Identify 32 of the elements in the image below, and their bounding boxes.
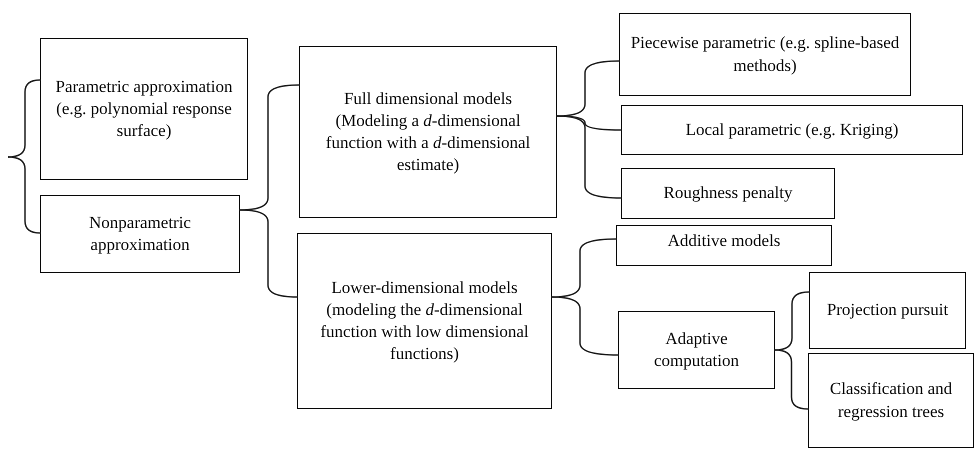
category-label: Nonparametric approximation [88, 212, 192, 256]
bracket-connector [8, 156, 40, 234]
category-label: Lower-dimensional models (modeling the d-dimensional function with low dimensional functions) [319, 276, 530, 366]
category-label: Classification and regression trees [828, 378, 954, 423]
bracket-connector [8, 79, 40, 158]
category-box [299, 46, 557, 218]
bracket-connector [556, 115, 622, 199]
bracket-connector [240, 209, 298, 298]
bracket-connector [774, 349, 808, 410]
category-label: Projection pursuit [826, 299, 948, 322]
category-box [40, 195, 240, 273]
category-box [809, 272, 966, 349]
category-label: Adaptive computation [653, 328, 740, 372]
category-label: Full dimensional models (Modeling a d-dimensional function with a d-dimensional estimate) [324, 88, 532, 176]
category-box [297, 233, 552, 409]
category-box [616, 225, 832, 266]
category-label: Additive models [668, 230, 780, 252]
category-label: Parametric approximation (e.g. polynomial response surface) [54, 76, 234, 142]
bracket-connector [774, 291, 810, 351]
bracket-connector [556, 60, 620, 117]
category-label: Roughness penalty [664, 182, 792, 204]
category-box [621, 168, 835, 219]
bracket-connector [240, 84, 300, 211]
category-label: Piecewise parametric (e.g. spline-based methods) [630, 32, 900, 76]
bracket-connector [552, 296, 618, 356]
category-box [808, 353, 974, 448]
category-label: Local parametric (e.g. Kriging) [686, 118, 898, 141]
bracket-connector [552, 238, 616, 298]
category-box [621, 105, 963, 155]
category-box [618, 311, 775, 389]
category-box [619, 13, 911, 96]
category-box [40, 38, 248, 180]
